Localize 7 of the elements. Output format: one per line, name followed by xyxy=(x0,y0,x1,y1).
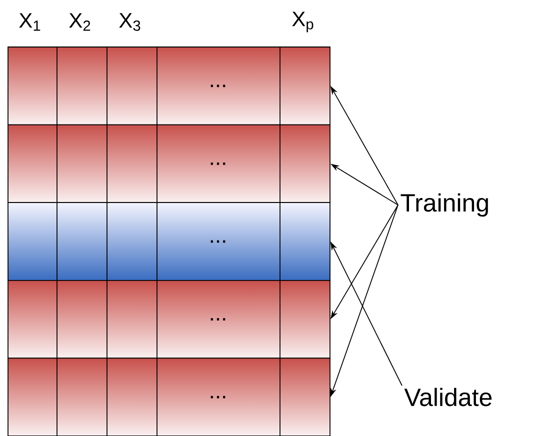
data-row: ... xyxy=(8,202,330,281)
data-row: ... xyxy=(8,46,330,126)
text-label: Training xyxy=(400,193,488,217)
data-row: ... xyxy=(8,358,330,436)
data-row: ... xyxy=(8,124,330,204)
text-label: Validate xyxy=(404,388,492,406)
data-row: ... xyxy=(8,280,330,359)
